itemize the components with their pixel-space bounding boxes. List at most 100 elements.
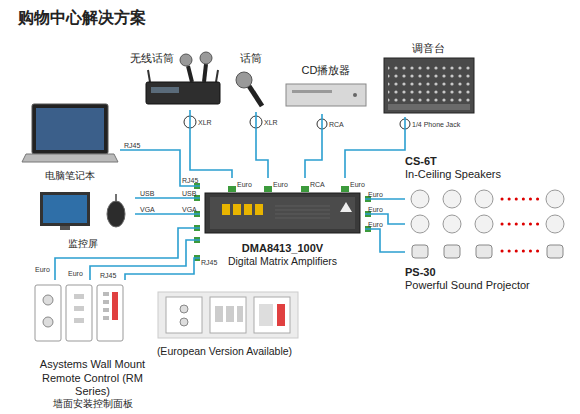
panel-button: [103, 316, 109, 320]
laptop-lid: [32, 104, 108, 154]
wall-panel: [97, 285, 123, 341]
component-box: 监控屏: [30, 188, 135, 250]
component-box: Asystems Wall Mount Remote Control (RM S…: [25, 280, 160, 410]
sound-projector: [547, 245, 563, 258]
component-name: PS-30: [405, 266, 436, 279]
port-label: Euro: [237, 181, 252, 188]
continuation-dots: [502, 250, 538, 253]
mixer-knobs: [388, 62, 470, 102]
signal-cable: [135, 213, 200, 215]
panel-button: [226, 306, 234, 322]
monitor-stand: [60, 226, 70, 230]
panel-knob: [180, 318, 188, 326]
ceiling-speaker: [475, 190, 493, 208]
port-label: Euro: [368, 191, 383, 198]
component-name: (European Version Available): [157, 345, 292, 358]
ceiling-speaker: [546, 215, 564, 233]
euro-port: [228, 186, 236, 192]
component-description: 墙面安装控制面板: [53, 398, 133, 410]
port-label: Euro: [35, 266, 50, 273]
panel-button: [215, 306, 223, 322]
mic-head: [236, 72, 252, 88]
signal-cable: [125, 258, 200, 280]
port-label: USB: [182, 190, 196, 197]
sound-projector: [412, 245, 428, 258]
mic-handle: [249, 86, 262, 106]
receiver-body: [146, 82, 220, 104]
signal-cable: [305, 114, 322, 178]
sound-projector: [444, 245, 460, 258]
cd-tray: [292, 90, 332, 93]
amplifier-body: [205, 193, 360, 233]
panel-button: [74, 294, 84, 299]
cd-button: [353, 93, 357, 97]
euro-port: [264, 186, 272, 192]
port-label: RJ45: [201, 259, 217, 266]
panel-indicator: [277, 304, 285, 326]
amplifier-logo: [340, 202, 352, 212]
amplifier-display: [222, 204, 230, 215]
component-name: 调音台: [412, 42, 445, 55]
port-label: VGA: [140, 206, 155, 213]
sound-projector: [476, 245, 492, 258]
component-description: In-Ceiling Speakers: [405, 168, 501, 181]
component-name: Asystems Wall Mount Remote Control (RM S…: [25, 358, 160, 398]
signal-cable: [365, 198, 405, 200]
connector-label: RCA: [329, 121, 344, 128]
component-box: CS-6TIn-Ceiling Speakers: [405, 155, 575, 235]
mouse-cable: [115, 194, 117, 201]
wall-panel: [254, 297, 290, 333]
panel-button: [74, 318, 84, 323]
panel-button: [74, 306, 84, 311]
monitor-frame: [40, 192, 90, 226]
component-box: PS-30Powerful Sound Projector: [405, 240, 575, 292]
port-label: VGA: [182, 206, 197, 213]
signal-cable: [365, 229, 405, 252]
port-label: RCA: [310, 181, 325, 188]
ceiling-speaker: [411, 190, 429, 208]
wall-panel: [166, 297, 202, 333]
amplifier-display: [244, 204, 252, 215]
port-label: Euro: [350, 181, 365, 188]
panel-button: [103, 292, 109, 296]
connector-label: 1/4 Phone Jack: [412, 121, 460, 128]
mic-head: [200, 52, 212, 64]
continuation-dots: [502, 198, 538, 201]
port-label: RJ45: [182, 177, 198, 184]
port-label: Euro: [368, 221, 383, 228]
ceiling-speaker: [546, 190, 564, 208]
component-name: CD播放器: [302, 64, 351, 77]
panel-button: [103, 300, 109, 304]
antenna: [148, 70, 150, 82]
ceiling-speaker: [475, 215, 493, 233]
connector-label: XLR: [198, 119, 212, 126]
component-name: 无线话筒: [130, 52, 174, 65]
component-name: CS-6T: [405, 155, 437, 168]
signal-cable: [90, 240, 200, 280]
amplifier-vent: [275, 205, 330, 221]
connector-label: XLR: [264, 119, 278, 126]
signal-cable: [120, 150, 200, 186]
monitor-screen: [43, 195, 87, 223]
signal-cable: [345, 117, 405, 178]
ceiling-speaker: [443, 190, 461, 208]
component-description: Digital Matrix Amplifiers: [228, 255, 337, 268]
amplifier-display: [233, 204, 241, 215]
mic-handle: [188, 66, 192, 82]
panel-knob: [43, 295, 53, 305]
component-name: 电脑笔记本: [45, 170, 95, 182]
panel-knob: [180, 305, 188, 313]
component-box: DMA8413_100VDigital Matrix Amplifiers: [200, 178, 365, 268]
component-name: 监控屏: [68, 238, 98, 250]
ceiling-speaker: [411, 215, 429, 233]
mixer-faders: [388, 104, 470, 110]
component-box: 无线话筒: [130, 52, 225, 110]
mouse: [107, 201, 125, 227]
wall-panel: [210, 297, 246, 333]
component-box: CD播放器: [282, 64, 370, 114]
antenna: [216, 70, 218, 82]
signal-cable: [135, 197, 200, 199]
port-label: Euro: [273, 181, 288, 188]
signal-cable: [190, 110, 232, 178]
port-label: RJ45: [124, 142, 140, 149]
